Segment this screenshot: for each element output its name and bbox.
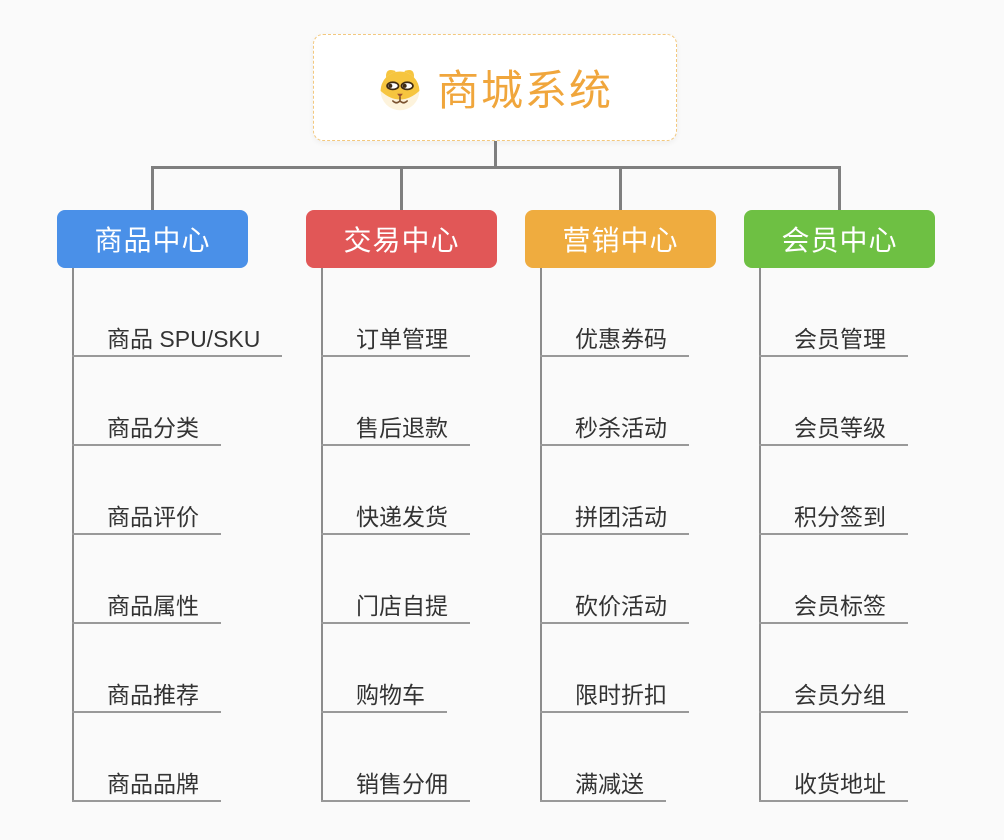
- branch-label: 营销中心: [562, 225, 679, 256]
- sub-topic-node[interactable]: 砍价活动: [540, 586, 689, 624]
- sub-topic-node[interactable]: 收货地址: [759, 764, 908, 802]
- connector-line: [72, 268, 74, 802]
- branch-label: 商品中心: [94, 225, 211, 256]
- sub-topic-node[interactable]: 积分签到: [759, 497, 908, 535]
- root-title: 商城系统: [436, 67, 613, 114]
- root-node[interactable]: 商城系统: [313, 34, 677, 141]
- sub-topic-node[interactable]: 拼团活动: [540, 497, 689, 535]
- connector-line: [151, 166, 154, 210]
- branch-label: 会员中心: [781, 225, 898, 256]
- sub-topic-node[interactable]: 商品品牌: [72, 764, 221, 802]
- sub-topic-node[interactable]: 售后退款: [321, 408, 470, 446]
- sub-topic-node[interactable]: 商品推荐: [72, 675, 221, 713]
- sub-topic-node[interactable]: 商品分类: [72, 408, 221, 446]
- connector-line: [838, 166, 841, 210]
- connector-line: [619, 166, 622, 210]
- sub-topic-node[interactable]: 会员等级: [759, 408, 908, 446]
- sub-topic-node[interactable]: 商品评价: [72, 497, 221, 535]
- branch-node-trade-center[interactable]: 交易中心: [306, 210, 497, 268]
- sub-topic-node[interactable]: 会员管理: [759, 319, 908, 357]
- sub-topic-node[interactable]: 优惠券码: [540, 319, 689, 357]
- connector-line: [494, 141, 497, 169]
- branch-label: 交易中心: [343, 225, 460, 256]
- sub-topic-node[interactable]: 购物车: [321, 675, 447, 713]
- sub-topic-node[interactable]: 会员标签: [759, 586, 908, 624]
- sub-topic-node[interactable]: 秒杀活动: [540, 408, 689, 446]
- connector-line: [400, 166, 403, 210]
- sub-topic-node[interactable]: 限时折扣: [540, 675, 689, 713]
- connector-line: [321, 268, 323, 802]
- sub-topic-node[interactable]: 快递发货: [321, 497, 470, 535]
- connector-line: [759, 268, 761, 802]
- sub-topic-node[interactable]: 满减送: [540, 764, 666, 802]
- sub-topic-node[interactable]: 商品属性: [72, 586, 221, 624]
- branch-node-member-center[interactable]: 会员中心: [744, 210, 935, 268]
- connector-line: [151, 166, 841, 169]
- sub-topic-node[interactable]: 销售分佣: [321, 764, 470, 802]
- connector-line: [540, 268, 542, 802]
- branch-node-marketing-center[interactable]: 营销中心: [525, 210, 716, 268]
- branch-node-product-center[interactable]: 商品中心: [57, 210, 248, 268]
- sub-topic-node[interactable]: 订单管理: [321, 319, 470, 357]
- sub-topic-node[interactable]: 商品 SPU/SKU: [72, 319, 283, 357]
- sub-topic-node[interactable]: 会员分组: [759, 675, 908, 713]
- sub-topic-node[interactable]: 门店自提: [321, 586, 470, 624]
- dog-icon: [377, 63, 423, 113]
